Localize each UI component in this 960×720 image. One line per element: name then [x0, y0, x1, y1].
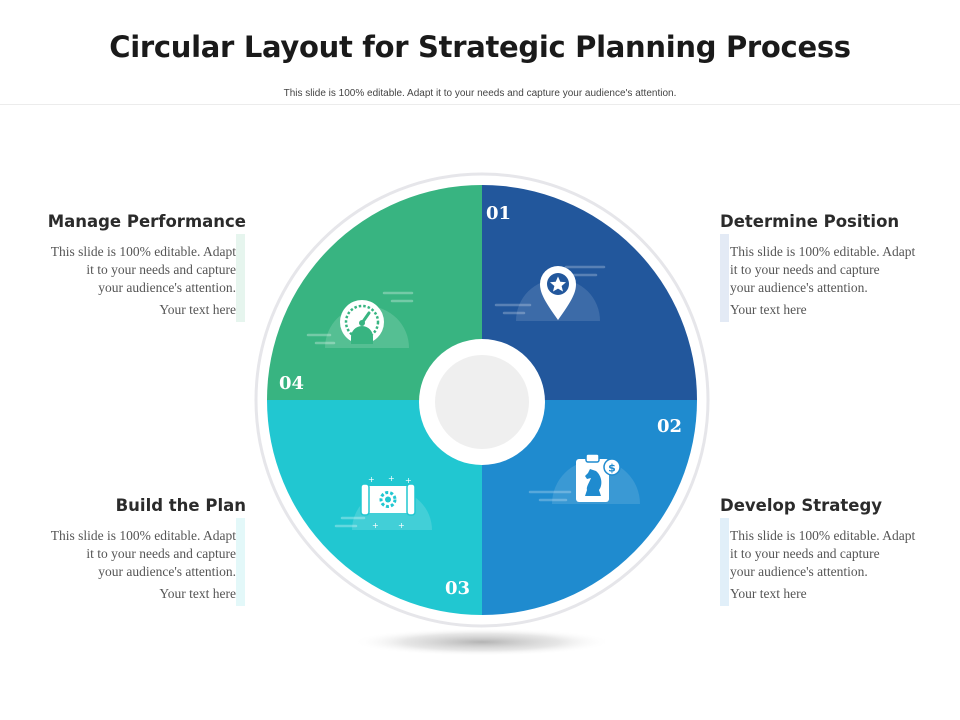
- step-body-line: This slide is 100% editable. Adapt: [730, 528, 916, 543]
- svg-text:+: +: [398, 521, 405, 530]
- step-title: Build the Plan: [115, 496, 246, 515]
- accent-bar-build: [236, 518, 245, 606]
- step-number: 02: [657, 416, 682, 437]
- text-block-build-the-plan: Build the Plan This slide is 100% editab…: [16, 496, 246, 602]
- accent-bar-develop: [720, 518, 729, 606]
- step-footer: Your text here: [730, 302, 807, 317]
- step-number: 04: [279, 373, 304, 394]
- step-body-line: it to your needs and capture: [730, 546, 880, 561]
- step-body-line: your audience's attention.: [98, 280, 236, 295]
- chess-strategy-icon: $: [528, 453, 640, 504]
- step-body-line: This slide is 100% editable. Adapt: [730, 244, 916, 259]
- sector-04: [267, 185, 482, 400]
- text-block-develop-strategy: Develop Strategy This slide is 100% edit…: [720, 496, 950, 602]
- location-star-icon: [494, 265, 606, 321]
- step-title: Manage Performance: [47, 212, 246, 231]
- step-body-line: your audience's attention.: [730, 564, 868, 579]
- accent-bar-determine: [720, 234, 729, 322]
- diagram-shadow: [352, 628, 612, 656]
- step-number: 01: [486, 203, 511, 224]
- accent-bar-manage: [236, 234, 245, 322]
- step-body-line: it to your needs and capture: [730, 262, 880, 277]
- speedometer-icon: [306, 291, 414, 348]
- blueprint-gear-icon: + + + + +: [334, 474, 432, 530]
- svg-text:+: +: [368, 475, 375, 484]
- center-hub-inner: [435, 355, 529, 449]
- step-body-line: your audience's attention.: [98, 564, 236, 579]
- step-title: Determine Position: [720, 212, 900, 231]
- step-footer: Your text here: [159, 586, 236, 601]
- step-number: 03: [445, 578, 470, 599]
- svg-text:+: +: [405, 476, 412, 485]
- step-body-line: your audience's attention.: [730, 280, 868, 295]
- step-footer: Your text here: [730, 586, 807, 601]
- step-title: Develop Strategy: [720, 496, 883, 515]
- step-body-line: it to your needs and capture: [86, 546, 236, 561]
- page-subtitle: This slide is 100% editable. Adapt it to…: [283, 88, 677, 99]
- step-body-line: This slide is 100% editable. Adapt: [50, 528, 236, 543]
- step-body-line: This slide is 100% editable. Adapt: [50, 244, 236, 259]
- page-title: Circular Layout for Strategic Planning P…: [109, 30, 851, 64]
- text-block-manage-performance: Manage Performance This slide is 100% ed…: [16, 212, 246, 318]
- svg-text:$: $: [608, 462, 616, 475]
- step-footer: Your text here: [159, 302, 236, 317]
- text-block-determine-position: Determine Position This slide is 100% ed…: [720, 212, 950, 318]
- sector-02: [482, 400, 697, 615]
- header-divider: [0, 104, 960, 105]
- svg-text:+: +: [388, 474, 395, 483]
- sector-01: [482, 185, 697, 400]
- svg-text:+: +: [372, 521, 379, 530]
- step-body-line: it to your needs and capture: [86, 262, 236, 277]
